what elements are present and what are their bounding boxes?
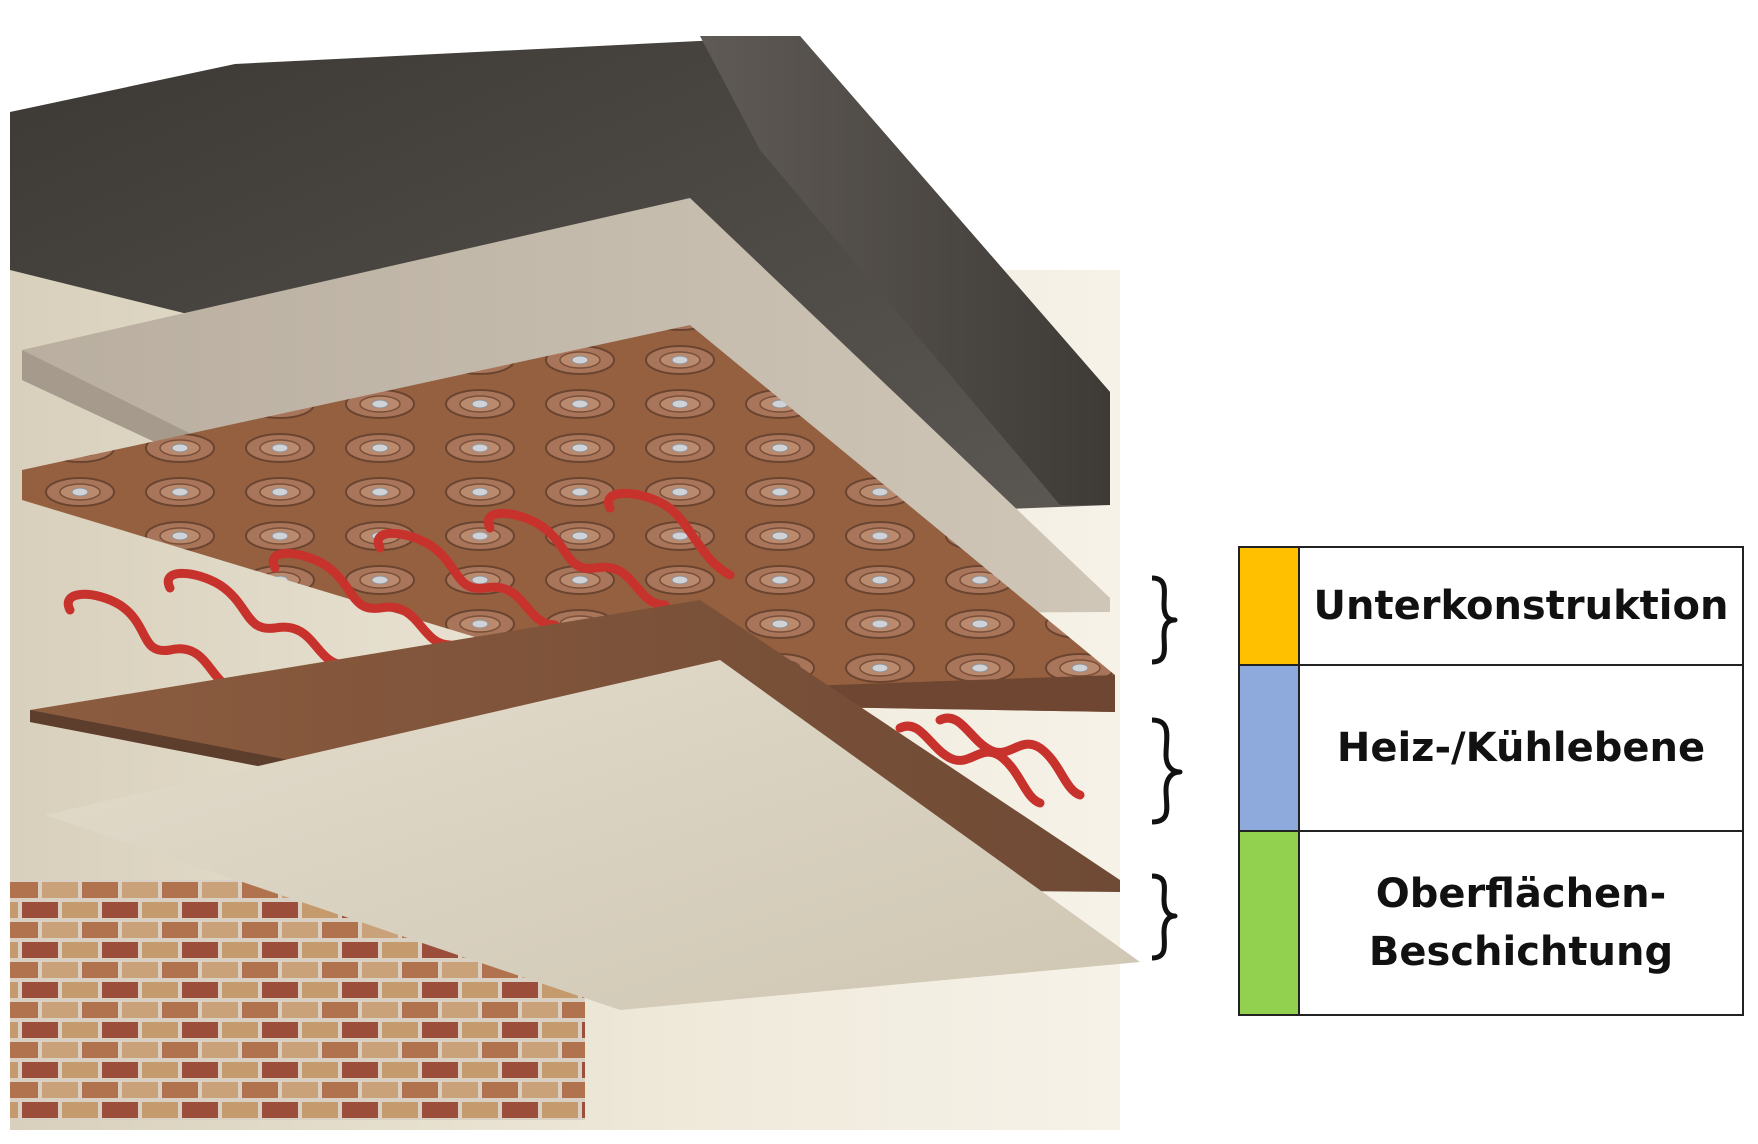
brace-unterkonstruktion: [1151, 575, 1178, 665]
heating-pipes: [63, 488, 1085, 808]
layer-braces: [1151, 575, 1183, 961]
legend-label: Unterkonstruktion: [1313, 583, 1729, 629]
finish-board: [45, 660, 1140, 1010]
concrete-slab-side: [700, 36, 1110, 505]
legend-swatch-green: [1240, 832, 1300, 1014]
legend-row-unterkonstruktion: Unterkonstruktion: [1240, 548, 1742, 666]
legend-row-oberflaechen-beschichtung: Oberflächen- Beschichtung: [1240, 832, 1742, 1014]
legend-label: Heiz-/Kühlebene: [1336, 725, 1706, 771]
layer-legend: Unterkonstruktion Heiz-/Kühlebene Oberfl…: [1238, 546, 1744, 1016]
legend-swatch-blue: [1240, 666, 1300, 830]
legend-swatch-orange: [1240, 548, 1300, 664]
legend-label: Oberflächen- Beschichtung: [1368, 871, 1674, 975]
legend-row-heiz-kuehlebene: Heiz-/Kühlebene: [1240, 666, 1742, 832]
heating-panel: [22, 325, 1115, 712]
brace-oberflaechen: [1151, 873, 1178, 961]
brace-heiz-kuehlebene: [1151, 717, 1183, 825]
